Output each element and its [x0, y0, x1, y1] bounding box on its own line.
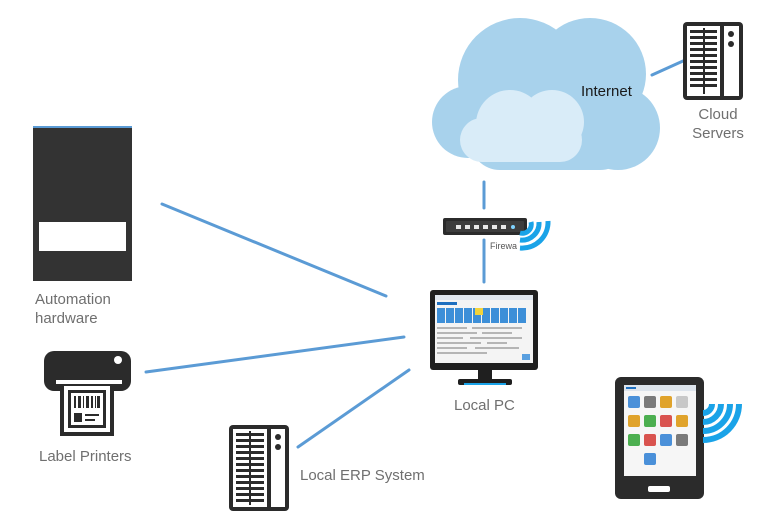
automation-hardware-label: Automation hardware: [35, 290, 111, 328]
automation-hardware-label-line2: hardware: [35, 310, 98, 327]
server-icon: [683, 22, 743, 100]
link-cloud-servers: [650, 59, 685, 77]
connectors: [144, 59, 685, 449]
printer-icon: [44, 351, 131, 436]
cloud-icon: [432, 18, 660, 170]
server-icon: [229, 425, 289, 511]
automation-cabinet-icon: [33, 126, 132, 281]
wifi-icon: [702, 403, 742, 443]
tablet-icon: [615, 377, 704, 499]
wifi-icon: [519, 220, 551, 251]
local-pc-label: Local PC: [454, 397, 515, 414]
firewall-label: Firewa: [490, 241, 518, 251]
monitor-icon: [430, 290, 538, 385]
label-printers-label: Label Printers: [39, 448, 132, 465]
cloud-servers-label: Cloud Servers: [683, 105, 753, 143]
automation-hardware-label-line1: Automation: [35, 291, 111, 308]
link-printer-pc: [144, 335, 406, 374]
router-icon: [443, 218, 527, 235]
link-erp-pc: [296, 368, 411, 449]
cloud-servers-label-line2: Servers: [692, 125, 744, 142]
internet-label: Internet: [581, 83, 632, 100]
link-automation-pc: [160, 202, 388, 298]
cloud-servers-label-line1: Cloud: [698, 106, 738, 123]
local-erp-system-label: Local ERP System: [300, 467, 425, 484]
